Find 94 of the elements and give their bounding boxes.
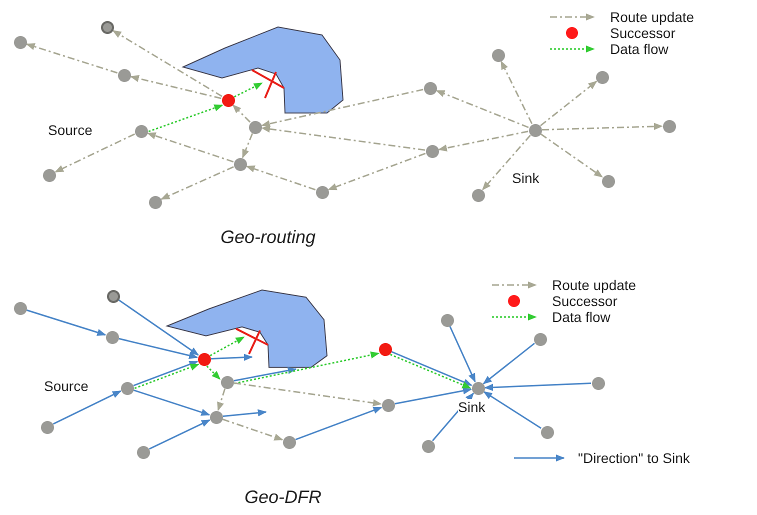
dash-dot-arrow (242, 133, 254, 158)
dash-dot-arrow (232, 104, 251, 123)
sensor-node (118, 68, 130, 82)
obstacle-shape (165, 289, 328, 368)
legend-label: Data flow (610, 41, 668, 57)
sensor-node (40, 420, 54, 434)
arrow (210, 354, 253, 361)
dotted-arrow (210, 336, 245, 356)
sensor-node (106, 290, 120, 302)
dash-dot-arrow (261, 125, 426, 151)
dash-dot-arrow (500, 60, 533, 124)
arrow (118, 338, 198, 359)
sensor-node (14, 36, 26, 48)
sensor-node (440, 314, 454, 326)
cross-mark (236, 328, 268, 354)
sensor-node (14, 302, 26, 314)
dash-dot-arrow (540, 80, 598, 126)
sensor-node (220, 376, 234, 388)
dotted-arrow (234, 82, 263, 98)
sensor-node (382, 398, 394, 412)
dash-dot-arrow (26, 43, 118, 74)
successor-node (378, 342, 392, 356)
arrow (118, 299, 199, 356)
sensor-node (426, 144, 438, 158)
dash-dot-arrow (160, 166, 234, 200)
legend-label: Data flow (552, 309, 610, 325)
sensor-node (596, 70, 608, 84)
sensor-node (282, 436, 296, 448)
dash-dot-arrow (436, 90, 529, 128)
sensor-node (248, 120, 262, 134)
dash-dot-arrow (540, 133, 603, 178)
panel-caption: Geo-DFR (244, 486, 322, 508)
dash-dot-arrow (217, 388, 226, 412)
dash-dot-arrow (260, 88, 424, 128)
dash-dot-arrow (54, 133, 135, 173)
sensor-node (136, 446, 150, 458)
panel-caption: Geo-routing (220, 226, 316, 248)
sensor-node (100, 20, 114, 34)
arrow (52, 390, 122, 425)
sensor-node (148, 196, 162, 208)
obstacle-shape (182, 26, 344, 114)
legend-label: Successor (610, 25, 676, 41)
arrow (295, 406, 382, 440)
sensor-node (592, 376, 604, 390)
dash-dot-arrow (146, 132, 234, 162)
arrow (26, 309, 106, 336)
sensor-node (540, 426, 554, 438)
sensor-node (42, 168, 56, 182)
sensor-node (472, 382, 484, 394)
legend-label: "Direction" to Sink (578, 450, 690, 466)
arrow (484, 382, 592, 391)
dash-dot-arrow (234, 382, 382, 406)
arrow (222, 409, 267, 418)
arrow (234, 366, 297, 382)
node-label: Source (48, 122, 92, 138)
sensor-node (316, 186, 328, 198)
sensor-node (210, 410, 222, 424)
node-label: Sink (458, 399, 486, 415)
sensor-node (602, 174, 614, 188)
arrow (449, 326, 476, 382)
sensor-node (528, 124, 542, 136)
dash-dot-arrow (328, 152, 426, 190)
dash-dot-arrow (130, 75, 222, 100)
sensor-node (534, 332, 546, 346)
sensor-node (106, 330, 118, 344)
legend-label: Successor (552, 293, 618, 309)
dotted-arrow (206, 366, 221, 380)
arrow (148, 419, 210, 450)
dotted-arrow (148, 104, 224, 132)
sensor-node (492, 48, 504, 62)
arrow (482, 342, 535, 384)
sensor-node (120, 382, 134, 394)
node-label: Source (44, 378, 88, 394)
dash-dot-arrow (112, 30, 222, 98)
sensor-node (424, 82, 436, 94)
dash-dot-arrow (482, 134, 531, 190)
node-label: Sink (512, 170, 540, 186)
sensor-node (134, 124, 148, 138)
sensor-node (422, 440, 434, 452)
dash-dot-arrow (246, 165, 316, 190)
dash-dot-arrow (542, 122, 663, 131)
dash-dot-arrow (222, 418, 284, 441)
successor-node (198, 352, 210, 366)
legend-label: Route update (610, 9, 694, 25)
arrow (394, 387, 472, 404)
successor-node (222, 94, 234, 106)
legend-label: Route update (552, 277, 636, 293)
dash-dot-arrow (438, 130, 528, 152)
sensor-node (472, 188, 484, 202)
cross-mark (252, 69, 284, 98)
sensor-node (662, 120, 676, 132)
arrow (483, 391, 542, 429)
arrow (133, 389, 210, 416)
sensor-node (234, 158, 246, 170)
